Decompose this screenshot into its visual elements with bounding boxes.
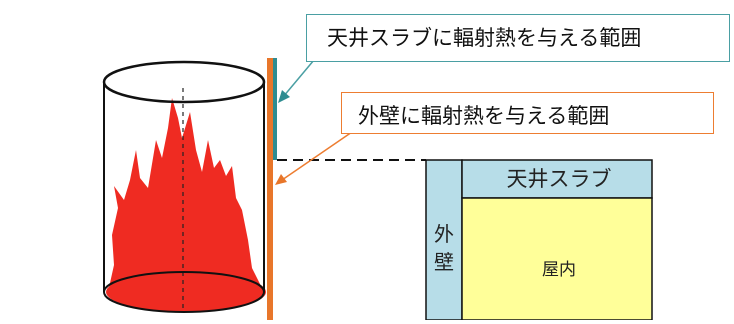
wall-range-callout: 外壁に輻射熱を与える範囲 [341, 92, 714, 134]
cylinder-top [102, 60, 266, 104]
ceiling-callout-pointer [278, 59, 315, 103]
ceiling-range-callout: 天井スラブに輻射熱を与える範囲 [306, 14, 730, 62]
exterior-wall-label-char: 壁 [434, 250, 454, 274]
exterior-wall-label-char: 外 [434, 222, 454, 246]
flame-shape [108, 98, 262, 292]
ceiling-range-bar [271, 58, 277, 160]
wall-range-bar [267, 58, 273, 320]
room-area [461, 197, 653, 321]
indoor-label: 屋内 [542, 260, 576, 280]
ceiling-slab-label: 天井スラブ [506, 167, 612, 191]
wall-callout-pointer [275, 131, 353, 185]
fire-cylinder [102, 60, 266, 313]
exterior-wall-label: 外 壁 [426, 220, 462, 276]
building-section [425, 159, 653, 321]
cylinder-bottom-rim [103, 271, 265, 313]
